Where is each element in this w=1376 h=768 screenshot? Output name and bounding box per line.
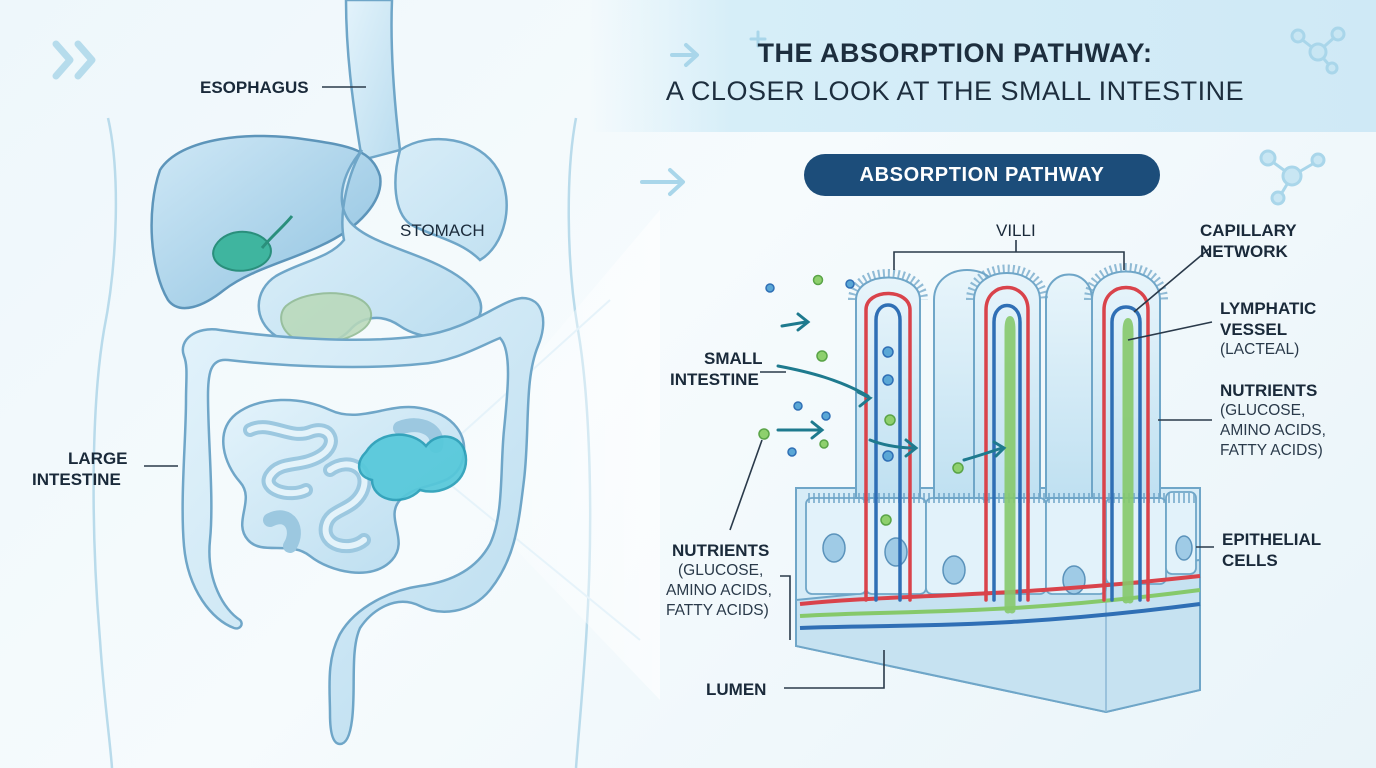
label-lymphatic-line1: LYMPHATIC [1220, 299, 1317, 318]
label-villi: VILLI [996, 221, 1036, 240]
label-nutrients-left-3: FATTY ACIDS) [666, 602, 769, 619]
flow-arrows [776, 312, 1007, 462]
plus-icon [749, 30, 767, 48]
molecule-icon [1259, 149, 1326, 206]
villi-cross-section [758, 263, 1201, 714]
page-subtitle: A CLOSER LOOK AT THE SMALL INTESTINE [665, 76, 1245, 106]
label-large-intestine-line1: LARGE [68, 449, 128, 468]
label-epithelial-line2: CELLS [1222, 551, 1278, 570]
label-small-intestine-line2: INTESTINE [670, 370, 759, 389]
label-esophagus: ESOPHAGUS [200, 78, 309, 97]
esophagus [344, 0, 402, 162]
label-epithelial-line1: EPITHELIAL [1222, 530, 1322, 549]
molecule-icon [1290, 26, 1346, 75]
label-nutrients-right-1: (GLUCOSE, [1220, 402, 1306, 419]
arrow-right-icon [640, 168, 685, 196]
label-nutrients-right-3: FATTY ACIDS) [1220, 442, 1323, 459]
label-nutrients-left-title: NUTRIENTS [672, 541, 770, 560]
nutrient-particles [758, 274, 964, 526]
label-lymphatic-line3: (LACTEAL) [1220, 341, 1300, 358]
liver [150, 134, 382, 310]
highlighted-segment [358, 433, 468, 502]
label-lymphatic-line2: VESSEL [1220, 320, 1288, 339]
label-capillary-line1: CAPILLARY [1200, 221, 1297, 240]
label-nutrients-left-1: (GLUCOSE, [678, 562, 764, 579]
label-nutrients-left-2: AMINO ACIDS, [666, 582, 772, 599]
label-lumen: LUMEN [706, 680, 767, 699]
pancreas [280, 292, 373, 344]
label-capillary-line2: NETWORK [1200, 242, 1288, 261]
section-pill: ABSORPTION PATHWAY [804, 154, 1160, 196]
label-nutrients-right-title: NUTRIENTS [1220, 381, 1318, 400]
label-large-intestine-line2: INTESTINE [32, 470, 121, 489]
large-intestine [181, 296, 545, 746]
label-stomach: STOMACH [400, 221, 485, 240]
label-small-intestine-line1: SMALL [704, 349, 763, 368]
gallbladder [212, 230, 272, 272]
double-chevron-icon [52, 40, 96, 80]
label-nutrients-right-2: AMINO ACIDS, [1220, 422, 1326, 439]
arrow-right-icon [670, 43, 699, 67]
leader-lines [144, 86, 1214, 689]
page-title: THE ABSORPTION PATHWAY: [757, 38, 1153, 68]
header-band [590, 0, 1376, 132]
